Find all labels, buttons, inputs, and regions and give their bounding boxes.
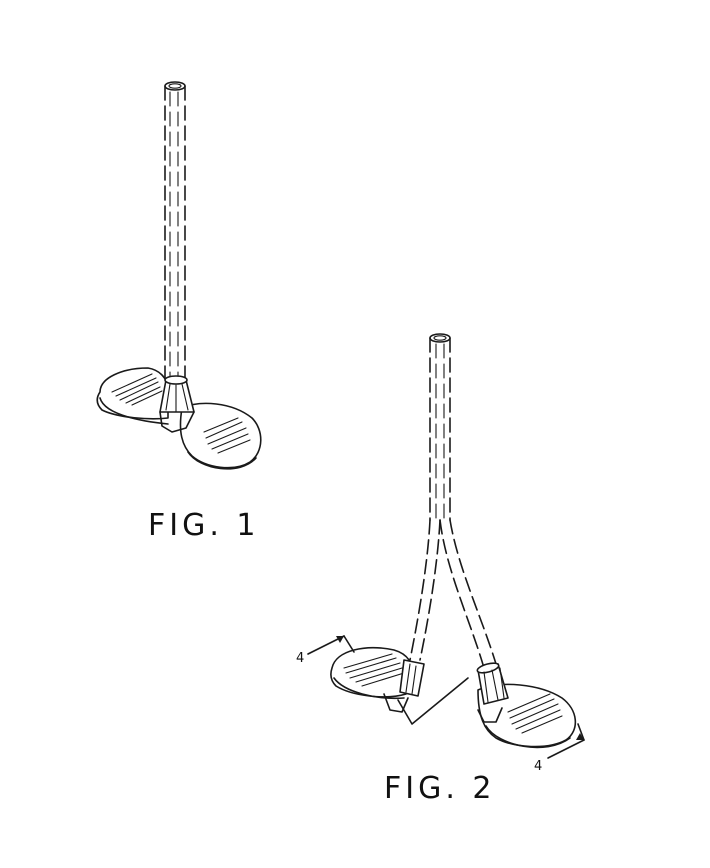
fig1-left-pad-treads xyxy=(111,373,163,406)
fig2-right-pad xyxy=(476,662,577,749)
section-indicator-upper: 4 xyxy=(296,635,355,666)
fig1-label: FIG. 1 xyxy=(148,508,260,543)
fig2-label: FIG. 2 xyxy=(384,771,496,806)
reference-numeral-4-lower: 4 xyxy=(534,759,542,774)
fig2-assembly: 4 4 FIG. 2 xyxy=(296,333,585,806)
fig1-base xyxy=(96,367,262,470)
section-indicator-lower: 4 xyxy=(534,723,585,774)
reference-numeral-4-upper: 4 xyxy=(296,651,304,666)
fig2-break-line xyxy=(397,677,469,725)
fig2-left-pad xyxy=(330,646,425,713)
fig1-pole xyxy=(164,81,186,379)
fig1-assembly: FIG. 1 xyxy=(96,81,262,543)
fig2-pole xyxy=(409,333,497,669)
fig2-right-pad-treads xyxy=(507,693,563,734)
fig2-left-pad-treads xyxy=(343,653,405,687)
fig1-right-pad-treads xyxy=(203,417,251,454)
